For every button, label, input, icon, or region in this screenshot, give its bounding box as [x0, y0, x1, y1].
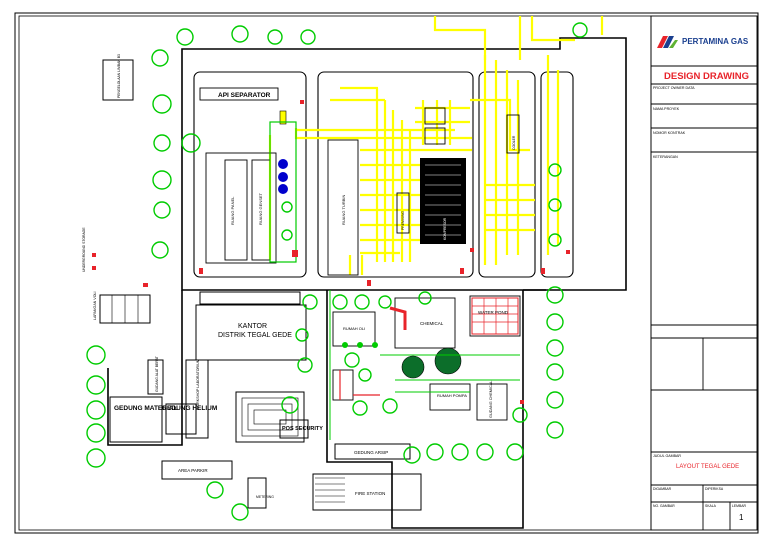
- label-ruang-genset: RUANG GENSET: [258, 192, 263, 225]
- small-field-scale: SKALA: [705, 504, 716, 508]
- label-distrik: DISTRIK TEGAL GEDE: [218, 332, 292, 339]
- field-notes: KETERANGAN: [653, 155, 678, 159]
- compressor-block: [420, 158, 466, 244]
- label-metering: METERING: [256, 495, 274, 499]
- field-contract-no: NOMOR KONTRAK: [653, 131, 686, 135]
- water-pond-grid: [471, 297, 519, 335]
- label-chemical: CHEMICAL: [420, 321, 444, 326]
- label-gudang-chemical: GUDANG CHEMICAL: [489, 381, 493, 418]
- label-gedung-helium: GEDUNG HELIUM: [162, 405, 217, 412]
- label-gedung-material: GEDUNG MATERIAL: [114, 405, 177, 412]
- pertamina-logo-icon: [657, 36, 678, 48]
- field-project-name: NAMA PROYEK: [653, 107, 680, 111]
- label-gudang-alat-berat: GUDANG ALAT BERAT: [155, 356, 159, 392]
- label-rumah-pompa: RUMAH POMPA: [437, 393, 467, 398]
- small-field-checked: DIPERIKSA: [705, 487, 724, 491]
- blue-tanks: [278, 159, 288, 194]
- label-ruang-turbin: RUANG TURBIN: [341, 195, 346, 225]
- drawing-title: LAYOUT TEGAL GEDE: [676, 464, 740, 470]
- label-pre-mixing: PREMIXING: [401, 211, 405, 230]
- sheet-number: 1: [739, 513, 744, 522]
- trees: [86, 22, 588, 521]
- site-boundary: [107, 37, 627, 529]
- label-pengelolaan-limbah: PENGELOLAAN LIMBAH B3: [117, 54, 121, 98]
- label-gedung-arsip: GEDUNG ARSIP: [354, 450, 388, 455]
- label-fire-station: FIRE STATION: [355, 491, 385, 496]
- label-ruang-panel: RUANG PANEL: [230, 196, 235, 225]
- lower-buildings: [99, 59, 422, 511]
- small-field-drawing-no: NO. GAMBAR: [653, 504, 675, 508]
- title-block: [650, 15, 758, 531]
- label-kantor: KANTOR: [238, 323, 267, 330]
- label-underground-storage: UNDERGROUND STORAGE: [82, 227, 86, 272]
- label-water-pond: WATER POND: [478, 310, 509, 315]
- label-pos-security: POS SECURITY: [282, 426, 323, 432]
- label-lapangan-voli: LAPANGAN VOLI: [93, 292, 97, 321]
- utility-area: [332, 295, 521, 421]
- label-compressor: KOMPRESOR: [443, 217, 447, 240]
- company-name: PERTAMINA GAS: [682, 37, 749, 46]
- red-markers: [92, 100, 570, 404]
- small-field-sheet: LEMBAR: [732, 504, 746, 508]
- label-rumah-oli: RUMAH OLI: [343, 326, 365, 331]
- field-project-owner: PROJECT OWNER DATA: [653, 86, 695, 90]
- field-subject-label: JUDUL GAMBAR: [653, 454, 682, 458]
- label-api-separator: API SEPARATOR: [218, 92, 271, 99]
- label-area-parkir: AREA PARKIR: [178, 468, 208, 473]
- process-boxes: [199, 87, 520, 276]
- drawing-border: [14, 12, 759, 534]
- small-field-drawn: DIGAMBAR: [653, 487, 672, 491]
- green-ponds: [401, 347, 462, 379]
- label-cooler: COOLER: [512, 135, 516, 150]
- label-workshop: WORKSHOP LABORATORIUM: [196, 359, 200, 410]
- yellow-piping: [268, 16, 604, 275]
- doc-type-title: DESIGN DRAWING: [664, 71, 749, 82]
- upper-enclosures: [193, 71, 574, 278]
